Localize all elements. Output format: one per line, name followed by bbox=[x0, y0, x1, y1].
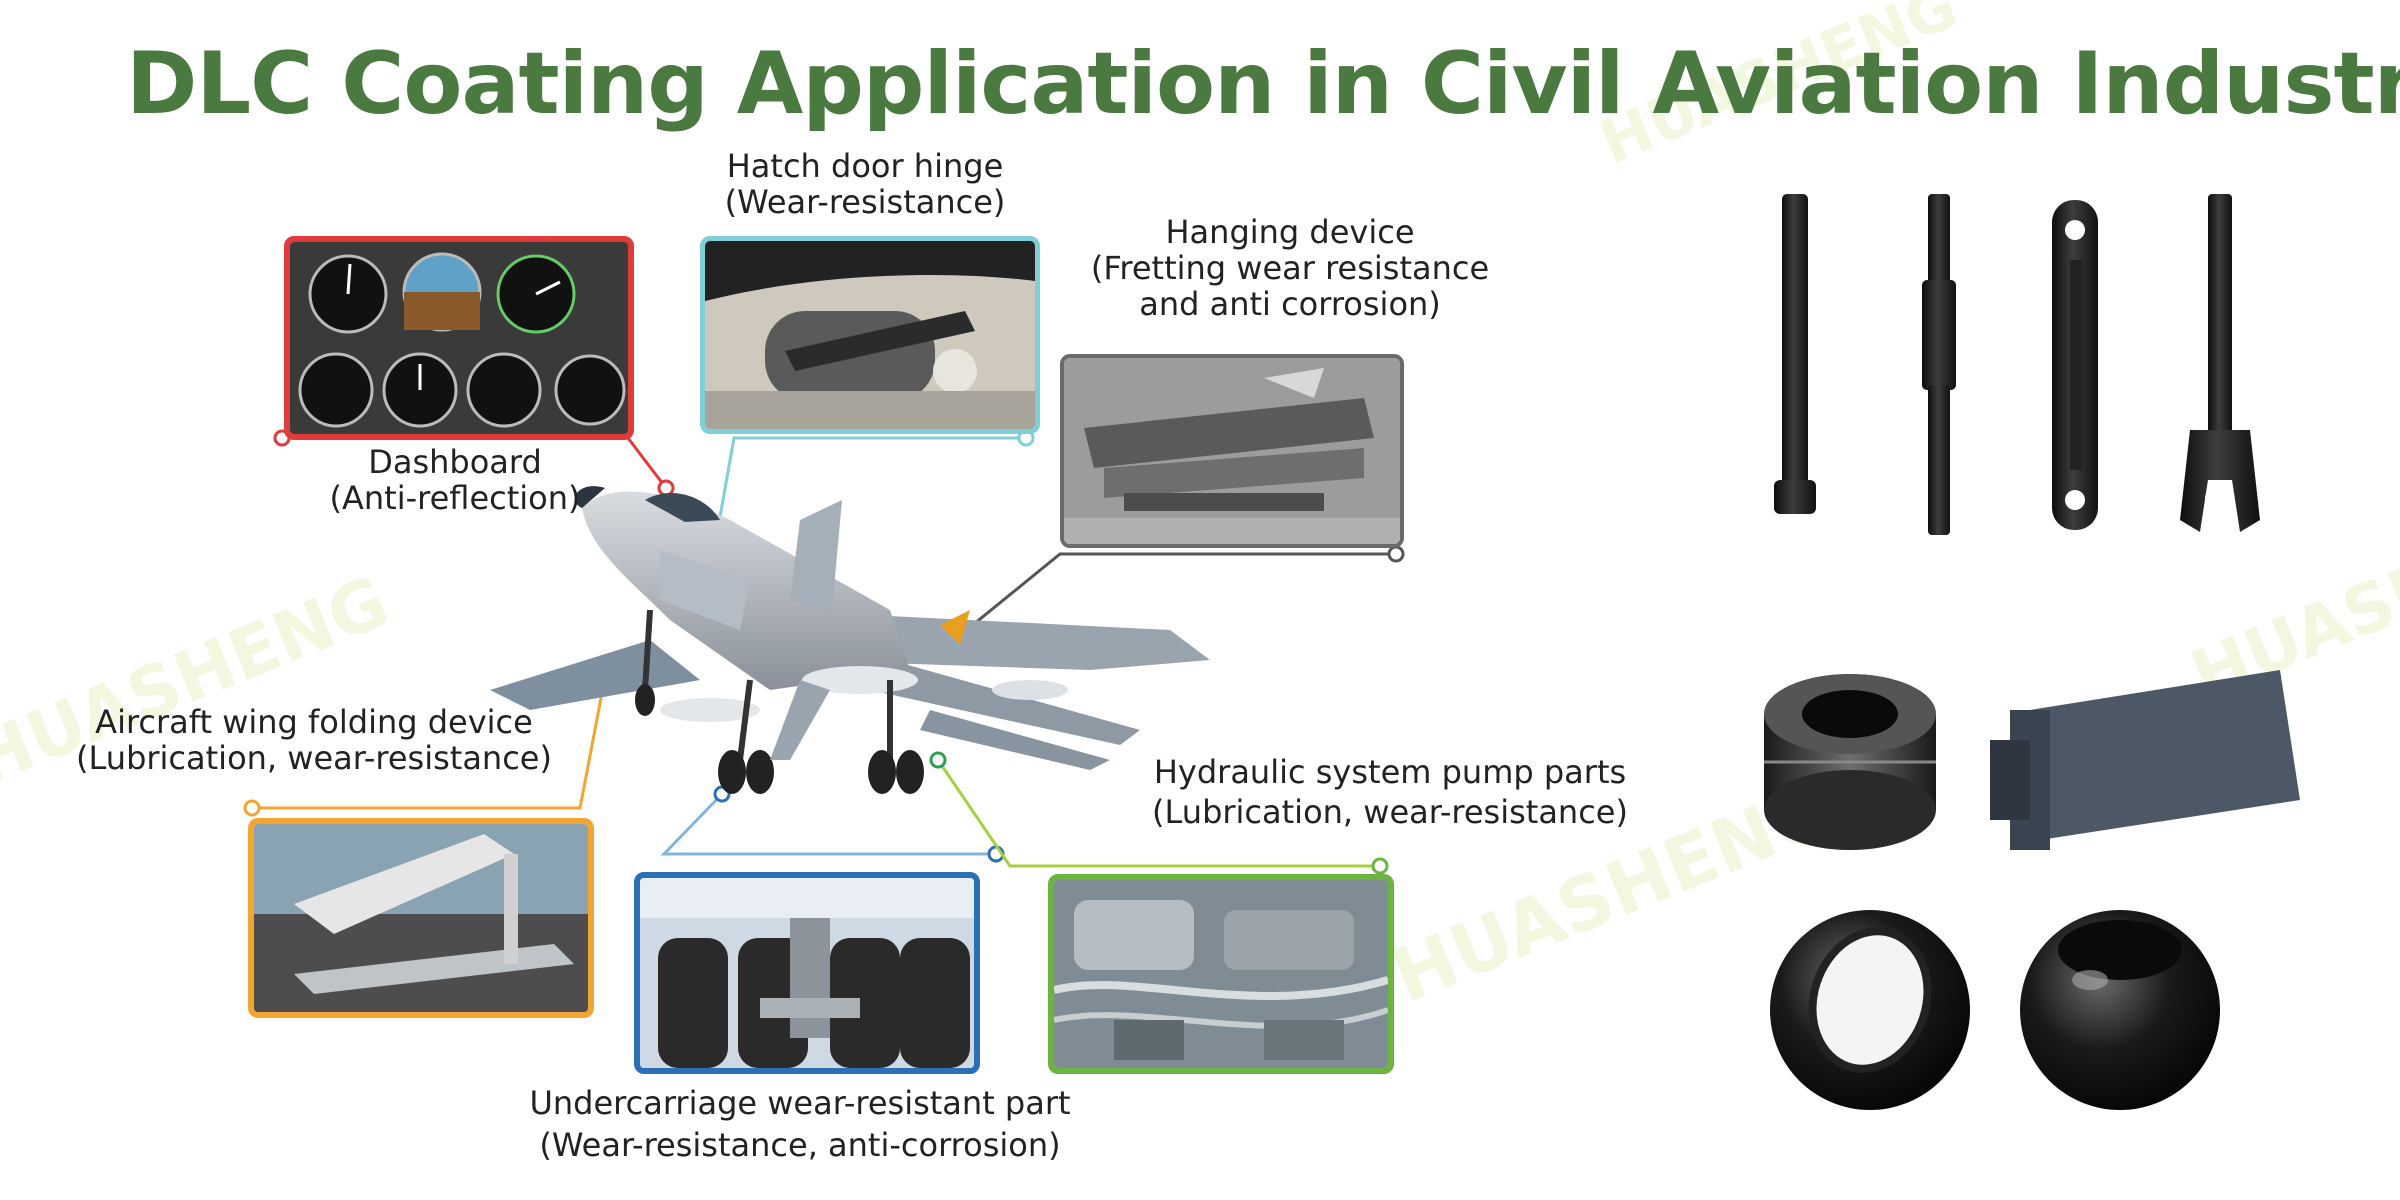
fighter-jet-image bbox=[490, 486, 1210, 794]
undercarriage-label: Undercarriage wear-resistant part (Wear-… bbox=[510, 1082, 1090, 1166]
dashboard-label-name: Dashboard bbox=[368, 443, 542, 481]
hanging-label-property-1: (Fretting wear resistance bbox=[1090, 249, 1490, 287]
hanging-label: Hanging device (Fretting wear resistance… bbox=[1080, 214, 1500, 322]
hanging-device-photo bbox=[1060, 354, 1404, 548]
undercarriage-label-name: Undercarriage wear-resistant part bbox=[529, 1084, 1071, 1122]
hinge-label: Hatch door hinge (Wear-resistance) bbox=[700, 148, 1030, 220]
hydraulic-label: Hydraulic system pump parts (Lubrication… bbox=[1150, 752, 1630, 832]
hanging-label-property-2: and anti corrosion) bbox=[1139, 285, 1441, 323]
dashboard-label-property: (Anti-reflection) bbox=[329, 479, 581, 517]
coated-rods-image bbox=[1774, 194, 2260, 535]
dashboard-label: Dashboard (Anti-reflection) bbox=[290, 444, 620, 516]
undercarriage-photo bbox=[634, 872, 980, 1074]
hinge-label-property: (Wear-resistance) bbox=[724, 183, 1006, 221]
undercarriage-label-property: (Wear-resistance, anti-corrosion) bbox=[539, 1126, 1061, 1164]
hinge-label-name: Hatch door hinge bbox=[726, 147, 1004, 185]
wing-folding-photo bbox=[248, 818, 594, 1018]
wing-label: Aircraft wing folding device (Lubricatio… bbox=[74, 704, 554, 776]
hydraulic-pump-photo bbox=[1048, 874, 1394, 1074]
hydraulic-label-property: (Lubrication, wear-resistance) bbox=[1152, 793, 1628, 831]
hatch-door-hinge-photo bbox=[700, 236, 1040, 434]
page-title: DLC Coating Application in Civil Aviatio… bbox=[126, 34, 2400, 134]
wing-label-name: Aircraft wing folding device bbox=[95, 703, 533, 741]
wing-label-property: (Lubrication, wear-resistance) bbox=[76, 739, 552, 777]
hanging-label-name: Hanging device bbox=[1165, 213, 1415, 251]
dashboard-photo bbox=[284, 236, 634, 440]
hydraulic-label-name: Hydraulic system pump parts bbox=[1153, 753, 1627, 791]
coated-components-image bbox=[1764, 670, 2300, 1110]
